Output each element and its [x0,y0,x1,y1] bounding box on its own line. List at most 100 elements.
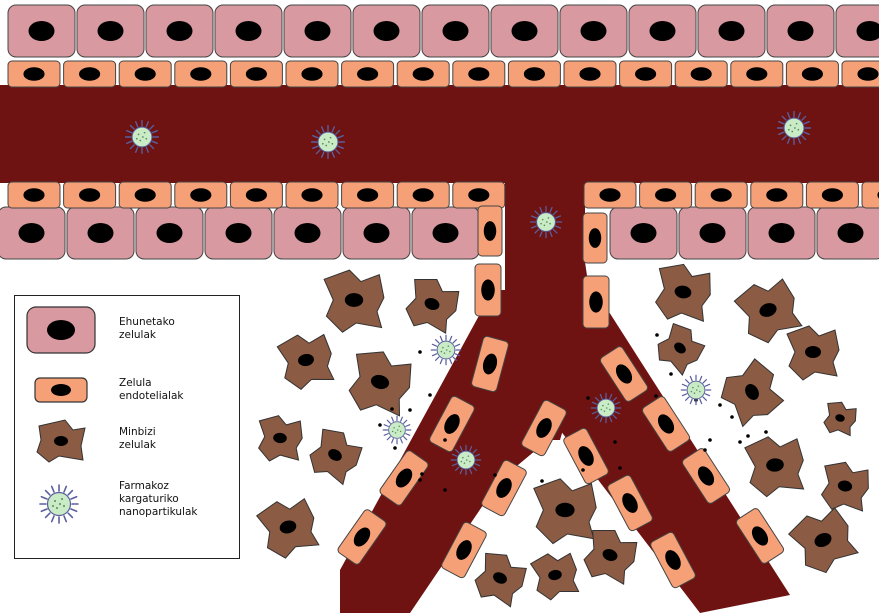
endothelial-cell [478,206,502,256]
tissue-cell [629,5,696,57]
drug-dot [418,350,422,354]
tissue-cell-icon [15,302,115,358]
endothelial-cell [8,61,60,87]
legend-label-tissue: Ehunetako zelulak [119,316,175,342]
nanoparticle [681,375,710,404]
cancer-cell [534,479,596,544]
endothelial-cell [564,61,616,87]
tissue-cell [817,207,879,259]
endothelial-cell [640,182,692,208]
endothelial-cell [230,182,282,208]
legend: Ehunetako zelulak Zelula endotelialak Mi… [14,295,240,559]
cancer-cell [256,414,304,464]
drug-dot [443,438,447,442]
drug-dot [408,408,412,412]
tissue-cell [698,5,765,57]
endothelial-cell [584,182,636,208]
cancer-cell [787,326,839,380]
endothelial-cell [583,213,607,263]
cancer-cell [324,270,384,332]
cancer-cell-icon [15,416,115,466]
cancer-cell [821,399,860,438]
endothelial-cell [862,182,879,208]
tissue-cell [491,5,558,57]
tissue-cell [215,5,282,57]
nanoparticle [431,335,460,364]
drug-dot [420,472,424,476]
drug-dot [393,446,397,450]
endothelial-cell [119,61,171,87]
endothelial-cell [286,61,338,87]
tissue-cell [560,5,627,57]
drug-dot [418,478,422,482]
legend-item-nanoparticle: Farmakoz kargaturiko nanopartikulak [15,476,239,536]
cancer-cell [255,494,322,563]
legend-label-endothelial: Zelula endotelialak [119,377,183,403]
endothelial-cell [342,61,394,87]
drug-dot [703,448,707,452]
tissue-cell [836,5,879,57]
tissue-cell [8,5,75,57]
legend-item-cancer: Minbizi zelulak [15,416,239,466]
endothelial-cell [475,264,501,316]
legend-label-nanoparticle: Farmakoz kargaturiko nanopartikulak [119,480,197,519]
cancer-cell [651,260,715,325]
tissue-cell [748,207,815,259]
cancer-cell [276,330,337,392]
endothelial-cell [119,182,171,208]
tissue-cell [422,5,489,57]
drug-dot [654,394,658,398]
endothelial-cell [508,61,560,87]
drug-dot [718,403,722,407]
endothelial-cell [453,182,505,208]
endothelial-cell [675,61,727,87]
nanoparticle [778,112,811,145]
cancer-cell [302,423,367,488]
drug-dot [764,430,768,434]
tissue-cell [146,5,213,57]
cancer-cell [744,434,806,498]
tissue-cell [412,207,479,259]
drug-dot [581,468,585,472]
cancer-cell [650,319,710,379]
tissue-cell [343,207,410,259]
endothelial-cell [175,182,227,208]
nanoparticle-icon [15,476,115,536]
drug-dot [730,415,734,419]
cancer-cell [818,459,873,515]
drug-dot [586,396,590,400]
tissue-cell [0,207,65,259]
tissue-cell [205,207,272,259]
nanoparticle [451,445,480,474]
cancer-cell [785,502,862,580]
endothelial-cell [230,61,282,87]
endothelial-cell [342,182,394,208]
drug-dot [746,434,750,438]
endothelial-cell [583,276,609,328]
nanoparticle [383,416,411,444]
endothelial-cell [453,61,505,87]
tissue-cell [767,5,834,57]
drug-dot [613,440,617,444]
drug-dot [708,438,712,442]
endothelial-cell [286,182,338,208]
drug-dot [669,372,673,376]
endothelial-cell [397,182,449,208]
drug-dot [443,488,447,492]
endothelial-cell [397,61,449,87]
tissue-cell [353,5,420,57]
nanoparticle [591,393,620,422]
tissue-cell [610,207,677,259]
tissue-cell [77,5,144,57]
drug-dot [655,333,659,337]
cancer-cell [713,355,789,431]
tissue-cell [67,207,134,259]
drug-dot [390,407,394,411]
endothelial-cell-icon [15,370,115,410]
cancer-cell [468,547,531,611]
endothelial-cell [786,61,838,87]
endothelial-cell [64,182,116,208]
tissue-cell [679,207,746,259]
endothelial-cell [8,182,60,208]
legend-item-endothelial: Zelula endotelialak [15,370,239,410]
